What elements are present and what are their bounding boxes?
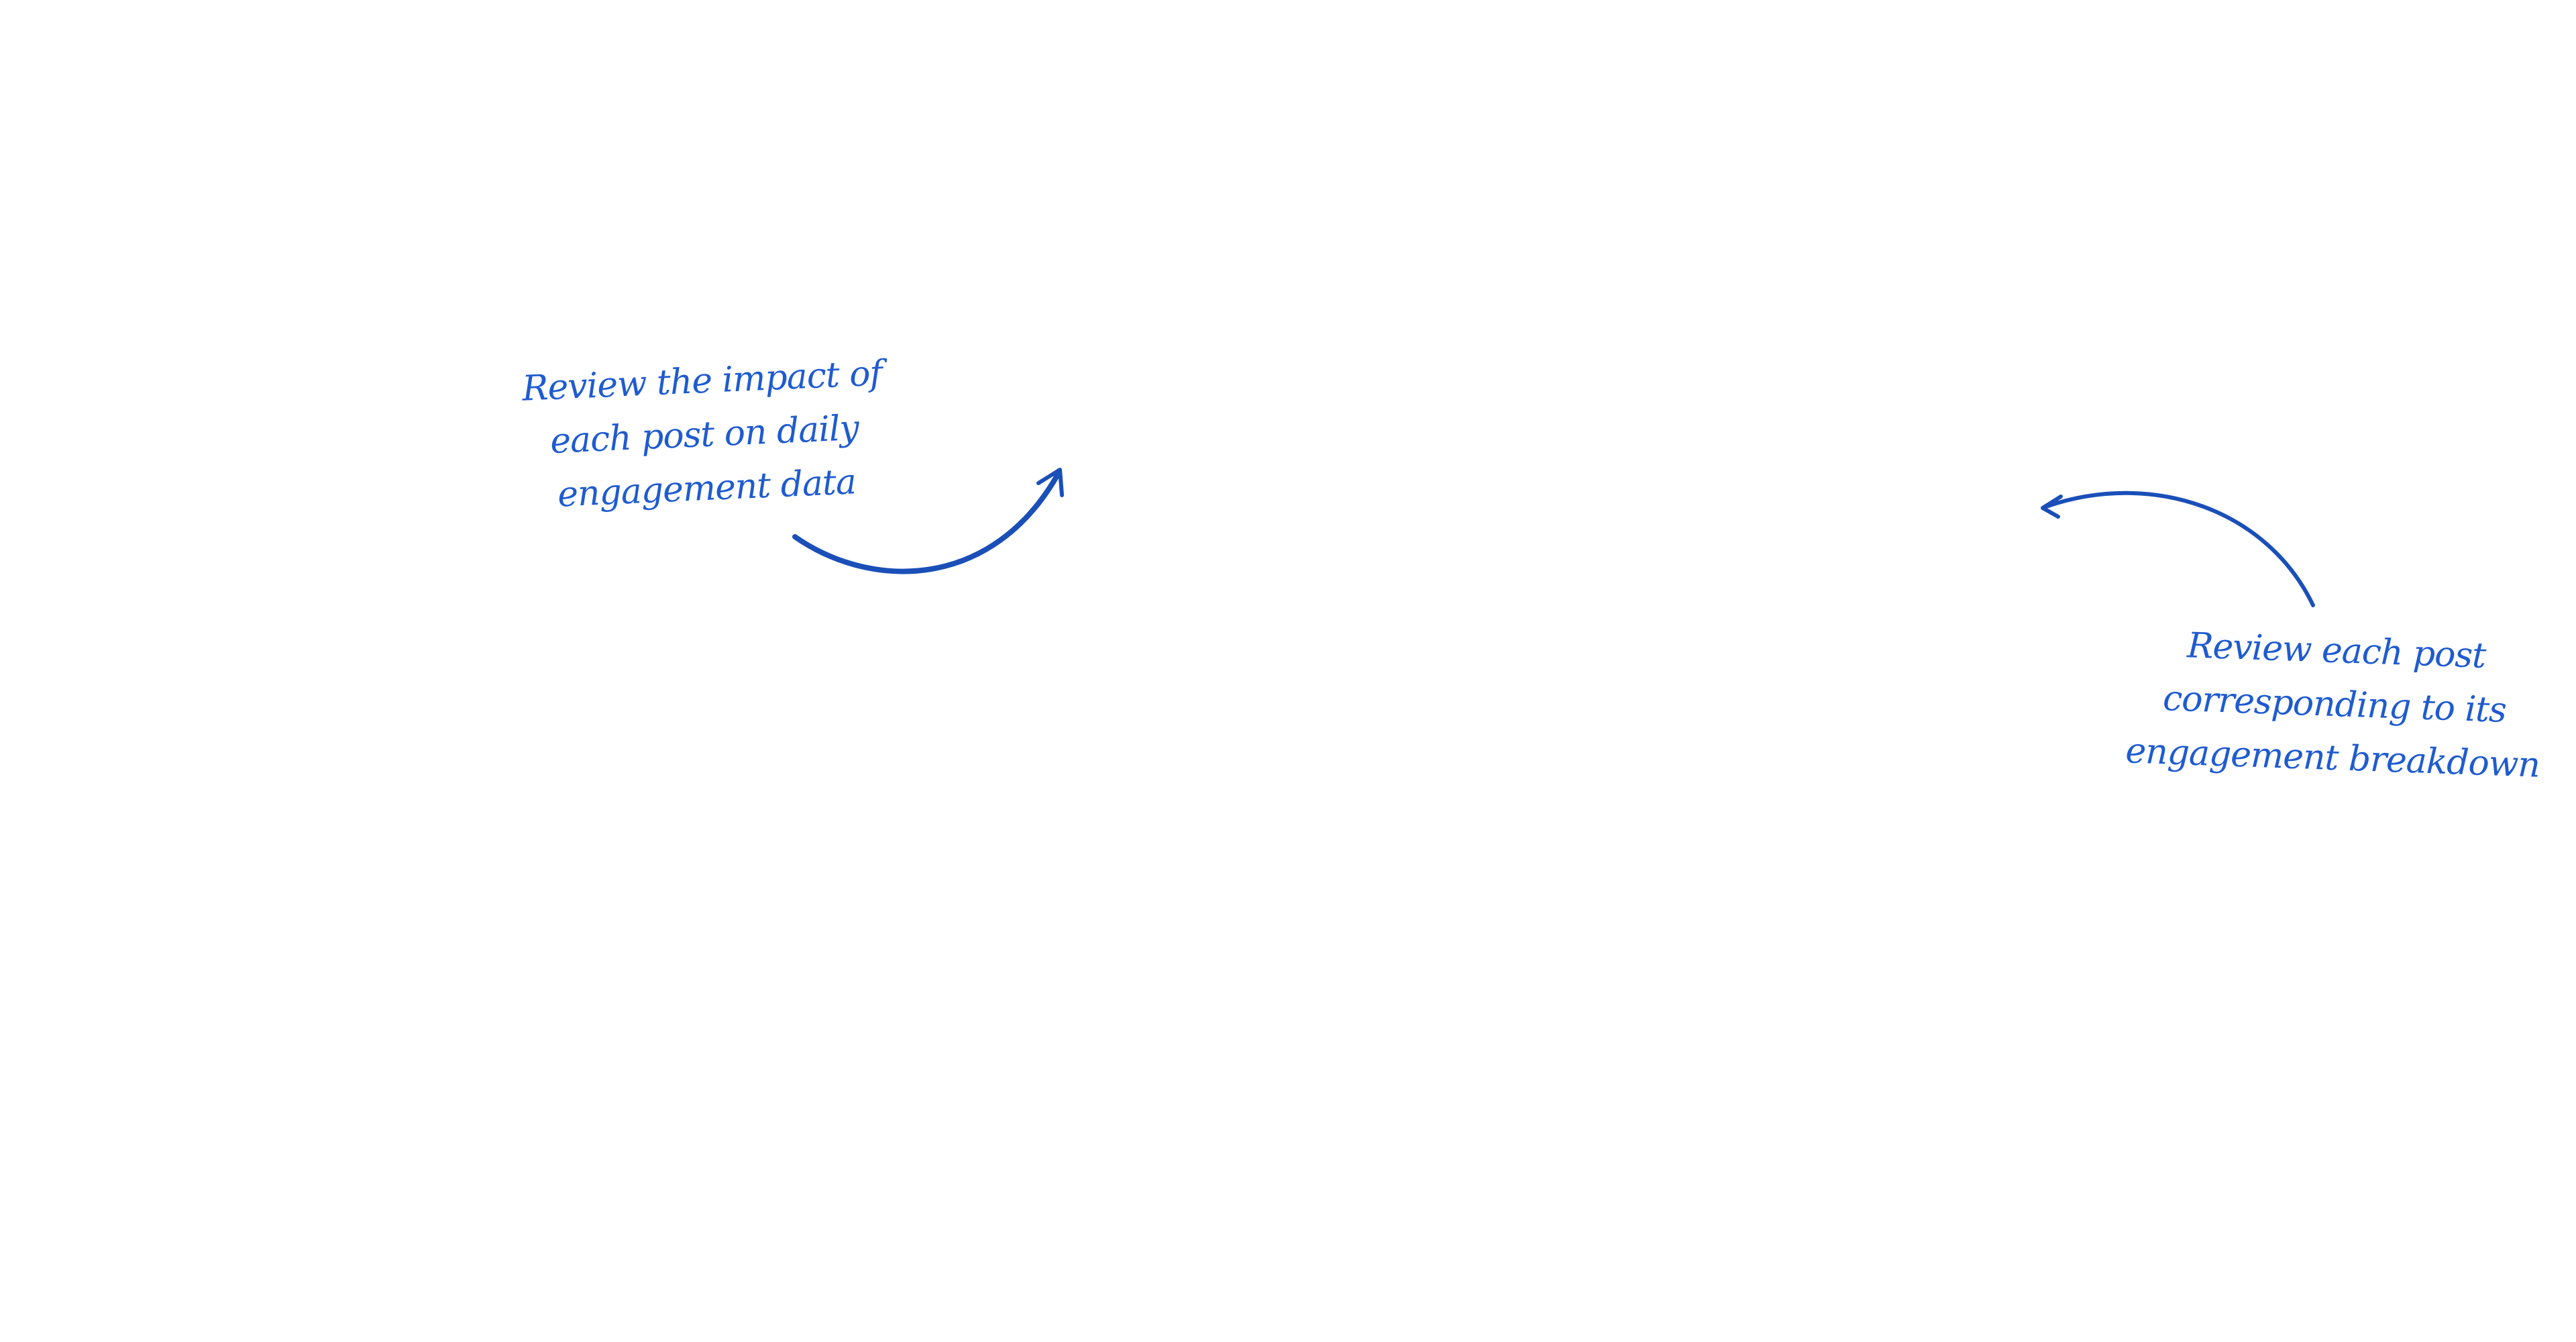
annotation-right: Review each post corresponding to its en…: [2124, 617, 2545, 792]
annotation-left: Review the impact of each post on daily …: [506, 346, 902, 523]
curved-arrow-left-icon: [2041, 491, 2315, 607]
